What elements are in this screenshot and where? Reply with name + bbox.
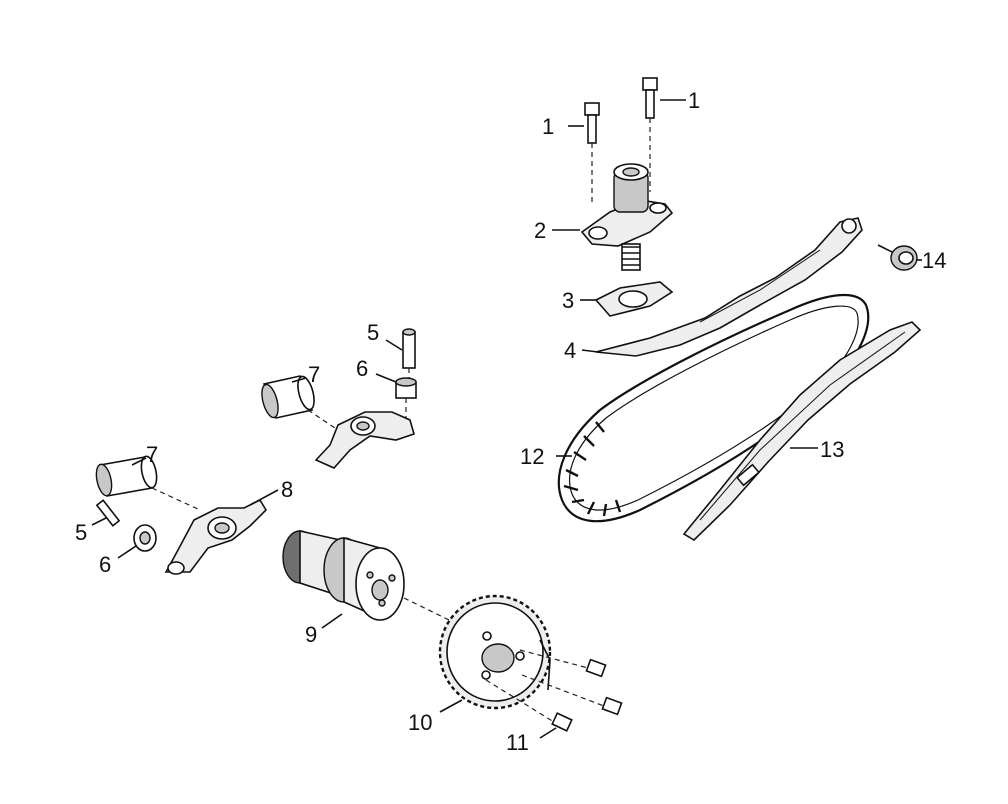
chain-tensioner-arm (595, 217, 863, 357)
label-11: 11 (506, 730, 529, 755)
label-5-lower: 5 (75, 520, 87, 545)
callouts: 1 1 2 3 4 14 12 13 5 6 7 8 7 (75, 88, 946, 755)
chain-guide (682, 321, 922, 542)
tensioner-gasket (594, 281, 674, 317)
label-6-lower: 6 (99, 552, 111, 577)
label-4: 4 (564, 338, 576, 363)
rocker-arm-upper (314, 411, 415, 469)
rocker-pin-lower (95, 499, 121, 527)
rocker-arm-lower (164, 498, 268, 575)
label-9: 9 (305, 622, 317, 647)
camshaft (282, 530, 491, 641)
label-14: 14 (922, 248, 946, 273)
label-3: 3 (562, 288, 574, 313)
cam-chain-tensioner (580, 163, 674, 271)
tensioner-plug (877, 244, 918, 271)
rocker-shaft-upper (261, 375, 336, 429)
label-6-upper: 6 (356, 356, 368, 381)
label-7-upper: 7 (308, 362, 320, 387)
rocker-bushing-lower (133, 524, 157, 552)
sprocket-bolts (485, 649, 623, 732)
tensioner-bolt-left (584, 102, 600, 205)
rocker-pin-upper (402, 328, 416, 380)
label-8: 8 (281, 477, 293, 502)
label-13: 13 (820, 437, 844, 462)
label-5-upper: 5 (367, 320, 379, 345)
label-2: 2 (534, 218, 546, 243)
label-12: 12 (520, 444, 544, 469)
label-7-lower: 7 (146, 442, 158, 467)
cam-sprocket (438, 594, 552, 710)
label-1-left: 1 (542, 114, 554, 139)
rocker-shaft-lower (95, 455, 201, 511)
label-10: 10 (408, 710, 432, 735)
rocker-bushing-upper (395, 377, 417, 418)
label-1-right: 1 (688, 88, 700, 113)
tensioner-bolt-right (642, 77, 658, 192)
